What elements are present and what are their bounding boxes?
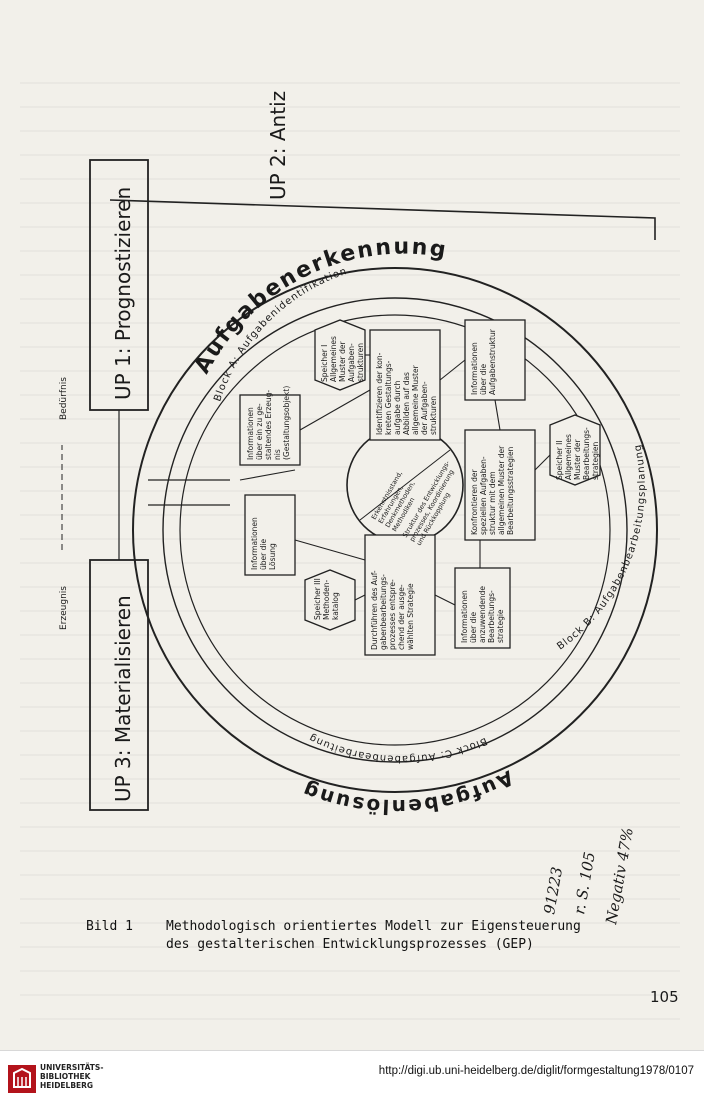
info-struktur-box (464, 319, 526, 401)
caption-line-1: Methodologisch orientiertes Modell zur E… (166, 919, 581, 934)
handwritten-notes: 91223 r. S. 105 Negativ 47% (540, 826, 636, 925)
scanned-page: UP 1: Prognostizieren UP 2: Antizipieren… (20, 60, 680, 1020)
footer-bar: UNIVERSITÄTS- BIBLIOTHEK HEIDELBERG http… (0, 1050, 704, 1108)
caption-number: Bild 1 (86, 919, 133, 934)
konfrontieren-text: Konfrontieren derspeziellen Aufgaben-str… (470, 445, 515, 535)
konfrontieren-box (464, 429, 536, 541)
middle-circle (162, 297, 628, 763)
erzeugnis-label: Erzeugnis (59, 586, 69, 630)
source-url[interactable]: http://digi.ub.uni-heidelberg.de/diglit/… (378, 1065, 694, 1077)
page-number: 105 (650, 988, 679, 1006)
hand-note-3: Negativ 47% (602, 826, 636, 925)
speicher1-text: Speicher IAllgemeinesMuster derAufgaben-… (320, 336, 365, 382)
speicher1-hex (314, 319, 366, 391)
library-logo-icon (8, 1065, 36, 1093)
beduerfnis-label: Bedürfnis (59, 377, 69, 420)
inner-circle (179, 314, 611, 746)
info-loesung-box (244, 494, 296, 576)
identifizieren-text: Identifizieren der kon-kreten Gestaltung… (375, 352, 438, 435)
outer-circle (132, 267, 658, 793)
gep-model-figure: UP 1: Prognostizieren UP 2: Antizipieren… (59, 90, 658, 819)
caption-line-2: des gestalterischen Entwicklungsprozesse… (166, 937, 534, 952)
info-einzug-text: Informationenüber ein zu ge-staltendes E… (246, 386, 291, 460)
info-strategie-box (454, 567, 511, 649)
identifizieren-box (369, 329, 441, 441)
speicher3-hex (304, 569, 356, 631)
info-einzug-box (239, 394, 301, 466)
info-loesung-text: Informationenüber dieLösung (250, 517, 277, 570)
library-name: UNIVERSITÄTS- BIBLIOTHEK HEIDELBERG (40, 1063, 104, 1090)
durchfuehren-text: Durchführen des Auf-gabenbearbeitungs-pr… (370, 570, 415, 650)
speicher2-text: Speicher IIAllgemeinesMuster derBearbeit… (555, 427, 600, 480)
up3-label: UP 3: Materialisieren (111, 595, 135, 802)
up1-label: UP 1: Prognostizieren (111, 187, 135, 400)
info-struktur-text: Informationenüber dieAufgabenstruktur (470, 328, 497, 395)
up2-label: UP 2: Antizipieren (266, 90, 290, 200)
hand-note-1: 91223 (540, 866, 566, 916)
speicher3-text: Speicher IIIMethoden-katalog (313, 578, 340, 620)
info-strategie-text: Informationenüber dieanzuwendendeBearbei… (460, 586, 505, 643)
speicher2-hex (549, 414, 601, 486)
hand-note-2: r. S. 105 (570, 851, 599, 916)
